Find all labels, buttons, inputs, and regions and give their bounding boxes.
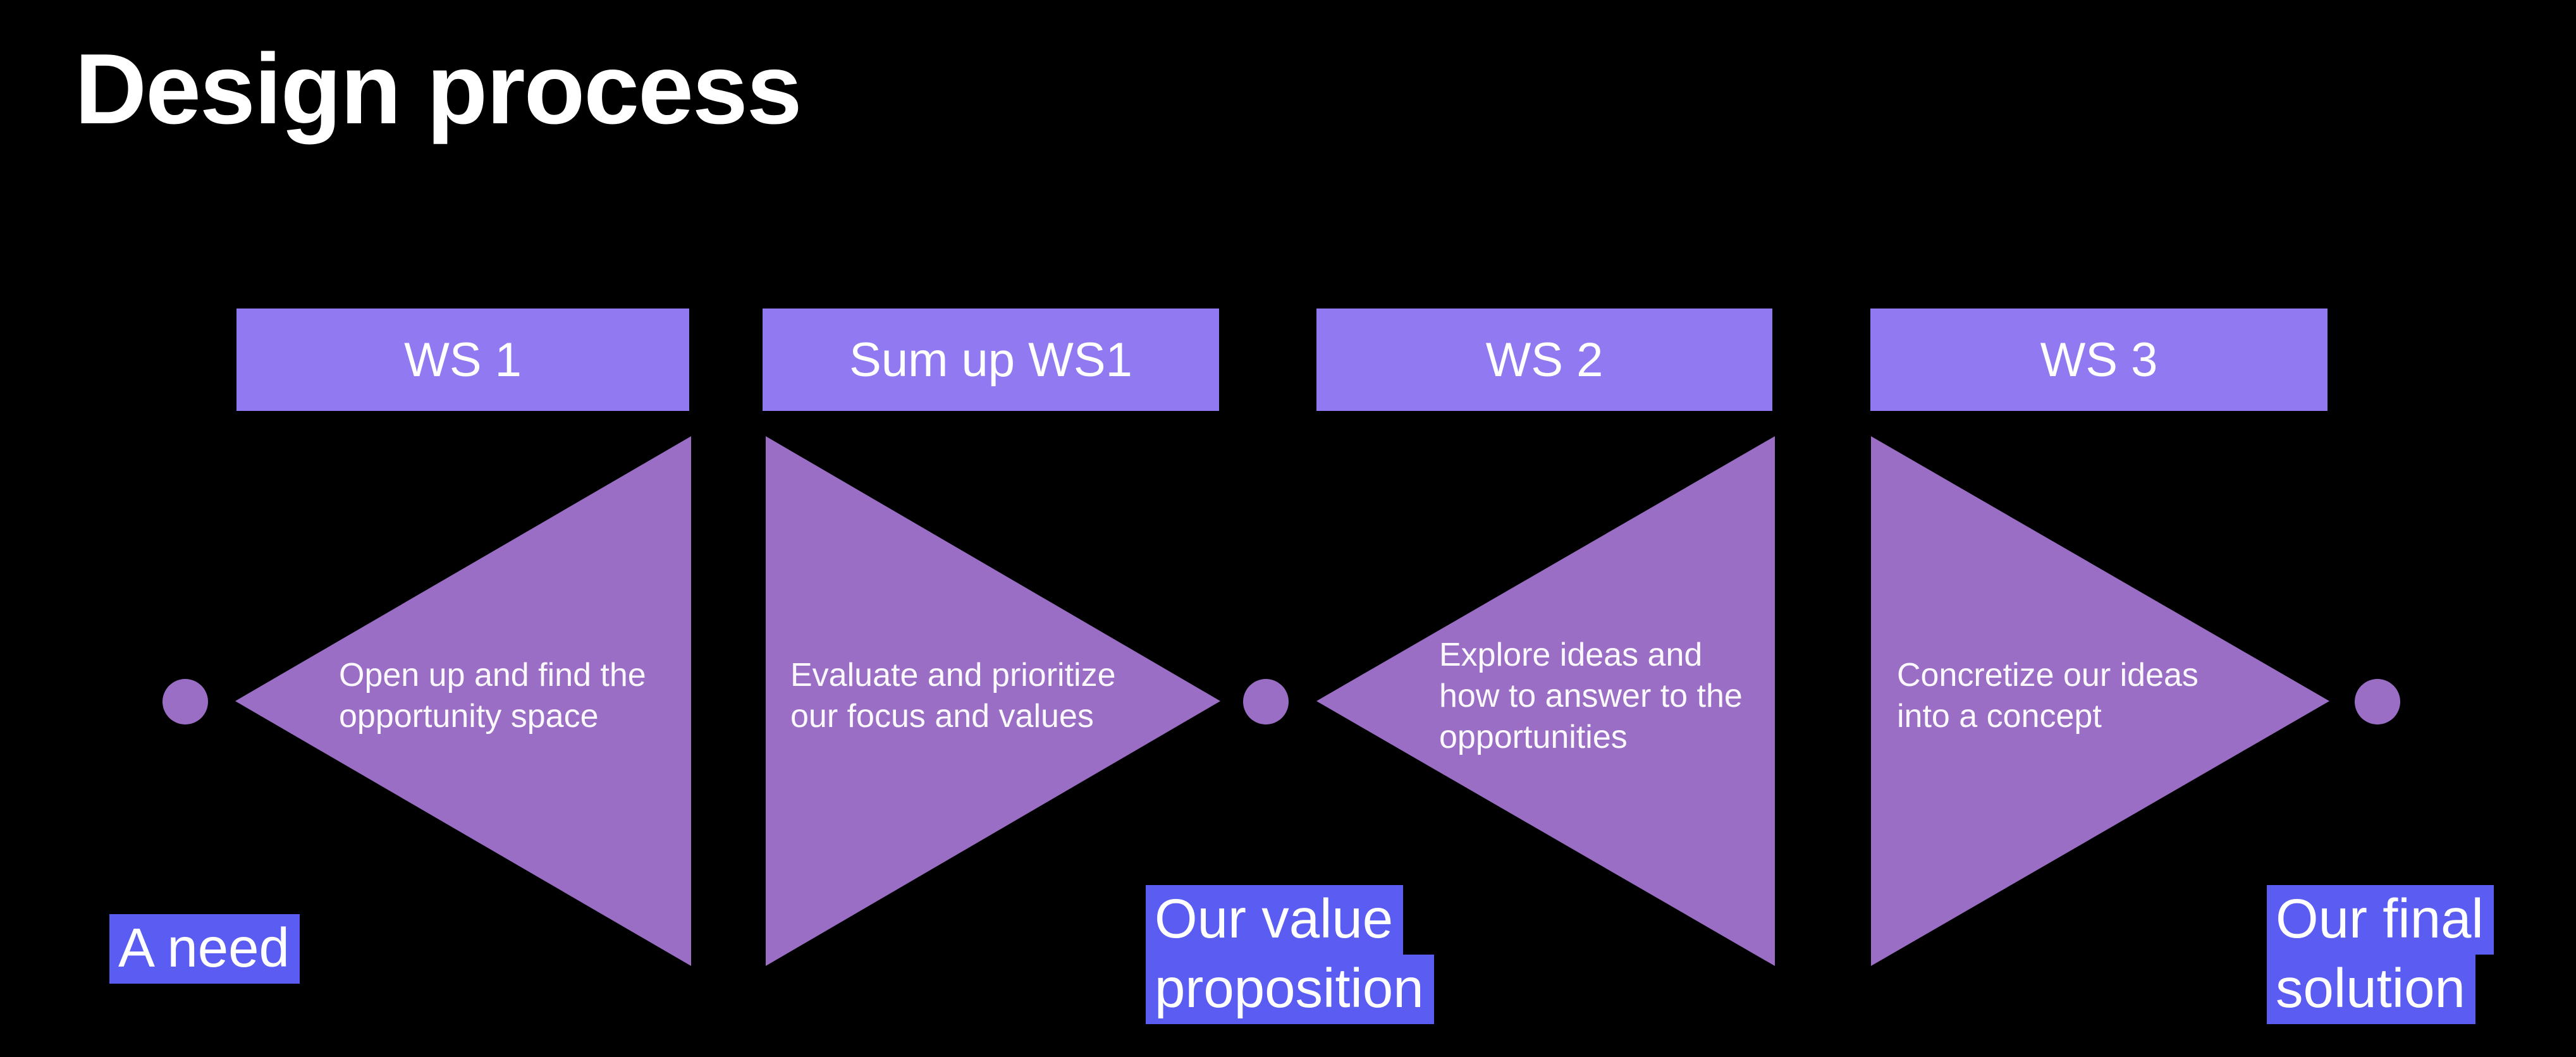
stage-header-label: WS 3: [2040, 333, 2158, 387]
milestone-label-value-proposition: Our value proposition: [1146, 885, 1434, 1024]
stage-header-label: WS 2: [1485, 333, 1604, 387]
milestone-line: Our final: [2267, 885, 2494, 955]
process-dot-start: [163, 679, 208, 724]
stage-header-ws2: WS 2: [1316, 309, 1772, 411]
process-dot-end: [2355, 679, 2400, 724]
milestone-line: A need: [109, 914, 300, 984]
stage-header-sum-up-ws1: Sum up WS1: [763, 309, 1219, 411]
stage-description-2: Evaluate and prioritize our focus and va…: [790, 657, 1116, 735]
stage-description-1: Open up and find the opportunity space: [339, 657, 646, 735]
milestone-line: solution: [2267, 955, 2475, 1024]
stage-header-ws3: WS 3: [1870, 309, 2328, 411]
milestone-line: proposition: [1146, 955, 1434, 1024]
stage-header-label: Sum up WS1: [849, 333, 1132, 387]
stage-description-3: Explore ideas and how to answer to the o…: [1439, 637, 1743, 755]
milestone-line: Our value: [1146, 885, 1404, 955]
process-dot-middle: [1243, 679, 1289, 724]
stage-header-ws1: WS 1: [236, 309, 689, 411]
stage-description-4: Concretize our ideas into a concept: [1897, 657, 2199, 735]
milestone-label-a-need: A need: [109, 914, 300, 984]
stage-header-label: WS 1: [404, 333, 522, 387]
slide-title: Design process: [75, 34, 802, 145]
milestone-label-final-solution: Our final solution: [2267, 885, 2494, 1024]
